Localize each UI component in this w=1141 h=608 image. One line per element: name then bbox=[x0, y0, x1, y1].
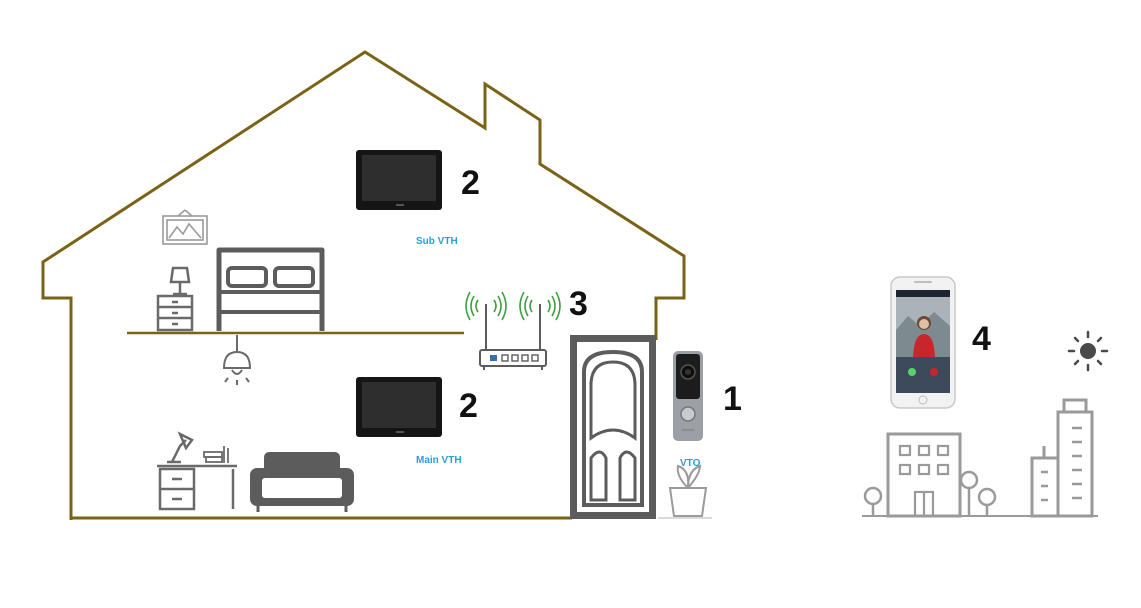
number-router: 3 bbox=[569, 285, 588, 323]
desk-icon bbox=[157, 431, 237, 511]
number-vto: 1 bbox=[723, 380, 742, 418]
number-main-vth: 2 bbox=[459, 387, 478, 425]
sofa-icon bbox=[250, 452, 354, 512]
skyscraper-icon bbox=[1030, 398, 1094, 518]
door-station-icon bbox=[673, 351, 703, 441]
nightstand-lamp-icon bbox=[156, 266, 194, 332]
house-outline bbox=[41, 50, 712, 520]
smartphone-icon bbox=[890, 276, 956, 409]
plant-icon bbox=[668, 464, 708, 517]
router-icon bbox=[465, 291, 561, 370]
ceiling-lamp-icon bbox=[222, 335, 252, 385]
number-phone: 4 bbox=[972, 320, 991, 358]
sun-icon bbox=[1067, 330, 1109, 372]
label-sub-vth: Sub VTH bbox=[416, 236, 458, 247]
wall-picture-icon bbox=[162, 209, 208, 245]
bed-icon bbox=[216, 247, 325, 331]
label-main-vth: Main VTH bbox=[416, 455, 462, 466]
tree-icon bbox=[863, 470, 997, 516]
number-sub-vth: 2 bbox=[461, 164, 480, 202]
label-vto: VTO bbox=[680, 458, 701, 469]
sub-vth-monitor bbox=[356, 150, 442, 210]
main-vth-monitor bbox=[356, 377, 442, 437]
office-building-icon bbox=[862, 432, 1098, 518]
door-icon bbox=[570, 335, 656, 519]
